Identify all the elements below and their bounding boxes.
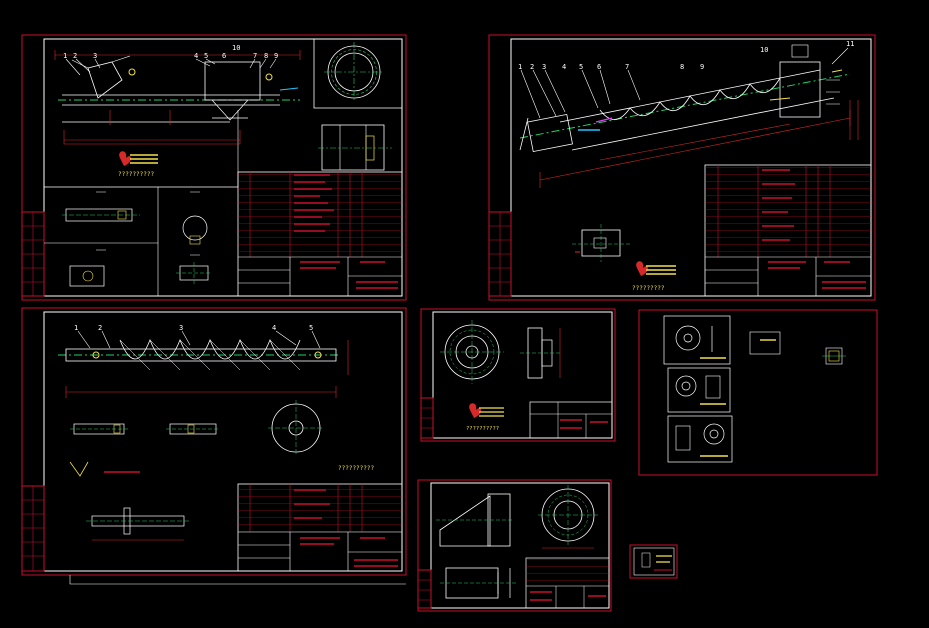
sheet-4-flange-view: [440, 320, 561, 384]
drawing-sheet-2[interactable]: 1 2 3 4 5 6 7 8 9 10 11 ?????????: [488, 34, 876, 301]
drawing-sheet-5[interactable]: [417, 479, 612, 612]
sheet-3-leader-line: [69, 575, 406, 585]
svg-text:6: 6: [597, 63, 601, 71]
svg-text:6: 6: [222, 52, 226, 60]
svg-text:3: 3: [93, 52, 97, 60]
svg-text:1: 1: [518, 63, 522, 71]
svg-text:9: 9: [700, 63, 704, 71]
svg-text:8: 8: [264, 52, 268, 60]
drawing-sheet-3[interactable]: 1 2 3 4 5 ??????????: [21, 307, 407, 585]
drawing-sheet-1[interactable]: 1 2 3 4 5 6 7 8 9 10 ?: [21, 34, 407, 301]
sheet-1-logo-icon: [119, 151, 158, 166]
svg-text:5: 5: [309, 324, 313, 332]
sheet-6-mini-sheet-a: [663, 315, 731, 365]
sheet-3-part-balloons: [77, 330, 321, 349]
sheet-6-detail-parts: [749, 331, 846, 365]
svg-text:5: 5: [204, 52, 208, 60]
sheet-3-detail-views: [69, 400, 324, 541]
svg-text:7: 7: [625, 63, 629, 71]
sheet-4-logo-icon: [469, 403, 504, 418]
drawing-sheet-4[interactable]: ??????????: [420, 308, 616, 442]
sheet-1-part-balloons: [65, 58, 277, 76]
drawing-sheet-7[interactable]: [629, 544, 678, 579]
sheet-3-title-block: [237, 483, 403, 572]
sheet-1-detail-views: [44, 187, 212, 296]
sheet-5-housing-view: [436, 485, 598, 599]
svg-text:4: 4: [562, 63, 566, 71]
drawing-sheet-6[interactable]: [638, 309, 878, 476]
sheet-1-margin-block: [21, 211, 45, 297]
svg-text:10: 10: [760, 46, 768, 54]
sheet-5-margin-block: [417, 569, 432, 609]
svg-text:2: 2: [98, 324, 102, 332]
sheet-2-conveyor-view: [519, 44, 859, 188]
sheet-4-title-block: [529, 401, 613, 439]
sheet-3-screw-view: [58, 338, 349, 398]
sheet-6-mini-sheet-c: [667, 415, 733, 463]
sheet-1-part-numbers: 1 2 3 4 5 6 7 8 9 10: [63, 44, 278, 60]
sheet-2-logo-icon: [636, 261, 676, 276]
svg-text:2: 2: [530, 63, 534, 71]
sheet-1-title-block: [237, 171, 403, 297]
sheet-2-part-balloons: [520, 47, 849, 119]
svg-text:3: 3: [542, 63, 546, 71]
svg-text:11: 11: [846, 40, 854, 48]
svg-text:2: 2: [73, 52, 77, 60]
sheet-6-mini-sheet-b: [667, 367, 731, 413]
svg-text:9: 9: [274, 52, 278, 60]
sheet-4-caption: ??????????: [466, 426, 499, 432]
sheet-4-margin-block: [420, 397, 434, 439]
svg-text:4: 4: [194, 52, 198, 60]
sheet-1-caption: ??????????: [118, 171, 155, 178]
sheet-3-caption: ??????????: [338, 465, 375, 472]
sheet-3-part-numbers: 1 2 3 4 5: [74, 324, 313, 332]
sheet-2-caption: ?????????: [632, 285, 665, 292]
svg-text:4: 4: [272, 324, 276, 332]
svg-text:1: 1: [74, 324, 78, 332]
sheet-1-section-view: [318, 124, 392, 171]
sheet-2-motor-view: [572, 224, 630, 262]
sheet-5-title-block: [525, 557, 610, 609]
sheet-2-title-block: [704, 164, 872, 297]
sheet-3-margin-block: [21, 485, 45, 572]
svg-text:1: 1: [63, 52, 67, 60]
svg-text:7: 7: [253, 52, 257, 60]
svg-text:10: 10: [232, 44, 240, 52]
sheet-1-conveyor-view: [54, 50, 301, 145]
svg-text:8: 8: [680, 63, 684, 71]
sheet-2-margin-block: [488, 211, 512, 297]
svg-text:3: 3: [179, 324, 183, 332]
svg-text:5: 5: [579, 63, 583, 71]
sheet-1-flange-view: [324, 42, 384, 102]
sheet-2-part-numbers: 1 2 3 4 5 6 7 8 9 10 11: [518, 40, 854, 71]
